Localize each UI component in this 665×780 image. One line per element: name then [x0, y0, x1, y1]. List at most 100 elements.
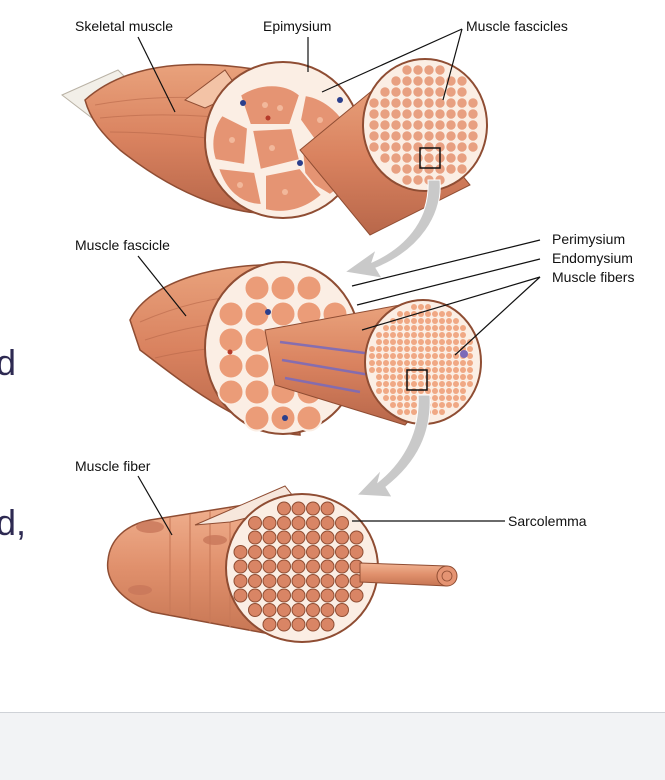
fiber-dot-small — [439, 388, 445, 394]
fiber-dot — [456, 130, 468, 142]
zoom-box-fascicle — [419, 147, 441, 169]
fiber-dot — [368, 130, 380, 142]
fiber-dot-small — [425, 353, 431, 359]
fiber-dot-small — [453, 360, 459, 366]
myofibril — [233, 574, 248, 588]
fiber-dot-small — [446, 374, 452, 380]
fiber-dot — [467, 108, 479, 120]
fiber-dot-small — [446, 367, 452, 373]
myofibril — [262, 574, 277, 588]
fiber-dot — [467, 97, 479, 109]
fiber-dot-small — [390, 346, 396, 352]
fiber-dot-small — [432, 402, 438, 408]
fiber-dot — [434, 119, 446, 131]
fiber-dot-small — [411, 402, 417, 408]
fiber-dot — [456, 163, 468, 175]
label-sarcolemma: Sarcolemma — [508, 513, 587, 529]
fiber-dot-small — [418, 318, 424, 324]
fiber-dot — [412, 97, 424, 109]
myofibril — [277, 530, 291, 545]
fiber-dot — [390, 86, 402, 98]
fiber-dot-small — [453, 332, 459, 338]
fiber-dot-small — [425, 311, 431, 317]
fiber-dot-small — [397, 374, 403, 380]
myofibril — [262, 559, 277, 574]
fiber-dot — [390, 163, 402, 175]
fiber-dot-small — [404, 325, 410, 331]
fiber-dot — [412, 163, 424, 175]
fiber-dot-small — [404, 318, 410, 324]
myofibril — [320, 530, 335, 545]
myofibril — [306, 603, 320, 617]
fiber-dot-small — [425, 360, 431, 366]
myofibril — [262, 588, 277, 603]
fiber-dot-small — [432, 409, 438, 415]
fiber-dot-small — [376, 381, 382, 387]
fiber-dot-small — [432, 388, 438, 394]
fiber-dot-small — [418, 339, 424, 345]
fiber-dot-small — [397, 360, 403, 366]
fiber-dot-small — [439, 367, 445, 373]
fiber-dot-small — [446, 339, 452, 345]
fiber-dot-small — [404, 311, 410, 317]
clipped-slide-text-2: d, — [0, 502, 27, 543]
myofibril — [233, 545, 248, 559]
fiber-dot-small — [397, 353, 403, 359]
fiber-dot-small — [411, 388, 417, 394]
fiber-dot-small — [439, 381, 445, 387]
fiber-dot-small — [418, 353, 424, 359]
fiber-dot-small — [404, 360, 410, 366]
fiber-dot-small — [390, 381, 396, 387]
fiber-dot-small — [432, 339, 438, 345]
fiber-dot-small — [467, 360, 473, 366]
fiber-dot-small — [432, 346, 438, 352]
fiber-dot-small — [425, 318, 431, 324]
fiber-dot-small — [453, 318, 459, 324]
fiber-dot-small — [369, 367, 375, 373]
fiber-dot-small — [432, 360, 438, 366]
fiber-dot — [379, 86, 391, 98]
myofibril — [277, 559, 291, 574]
fiber-dot-small — [376, 374, 382, 380]
fiber-dot — [423, 152, 435, 164]
fiber-dot — [423, 130, 435, 142]
fiber-dot-small — [397, 332, 403, 338]
fiber-dot-small — [439, 318, 445, 324]
fiber-dot — [434, 130, 446, 142]
fiber-dot — [423, 108, 435, 120]
fiber-dot-small — [425, 339, 431, 345]
fiber-dot-small — [460, 381, 466, 387]
fiber-dot — [379, 119, 391, 131]
fiber-cross-section — [295, 274, 323, 302]
myofibril — [335, 588, 349, 603]
fiber-dot-small — [397, 339, 403, 345]
fiber-dot-small — [467, 374, 473, 380]
fiber-dot-small — [432, 318, 438, 324]
bottom-toolbar — [0, 712, 665, 780]
fiber-dot-small — [446, 395, 452, 401]
fiber-dot — [390, 97, 402, 109]
fiber-dot-small — [411, 332, 417, 338]
fiber-dot-small — [390, 332, 396, 338]
fiber-dot-small — [439, 395, 445, 401]
fiber-dot-small — [376, 388, 382, 394]
fiber-dot-small — [418, 374, 424, 380]
myofibril — [262, 516, 277, 530]
fiber-dot-small — [404, 353, 410, 359]
fiber-dot-small — [460, 360, 466, 366]
fiber-dot-small — [453, 395, 459, 401]
fiber-dot-small — [460, 325, 466, 331]
myofibril — [349, 530, 364, 545]
fiber-cross-section — [243, 404, 271, 432]
fiber-dot-small — [411, 409, 417, 415]
fiber-dot — [412, 108, 424, 120]
fiber-dot-small — [460, 332, 466, 338]
myofibril — [291, 530, 306, 545]
fiber-dot-small — [460, 395, 466, 401]
fiber-dot-small — [418, 332, 424, 338]
label-skeletal-muscle: Skeletal muscle — [75, 18, 173, 34]
fiber-dot-small — [446, 346, 452, 352]
fiber-dot — [445, 130, 457, 142]
fiber-dot — [423, 119, 435, 131]
fiber-dot-small — [446, 318, 452, 324]
